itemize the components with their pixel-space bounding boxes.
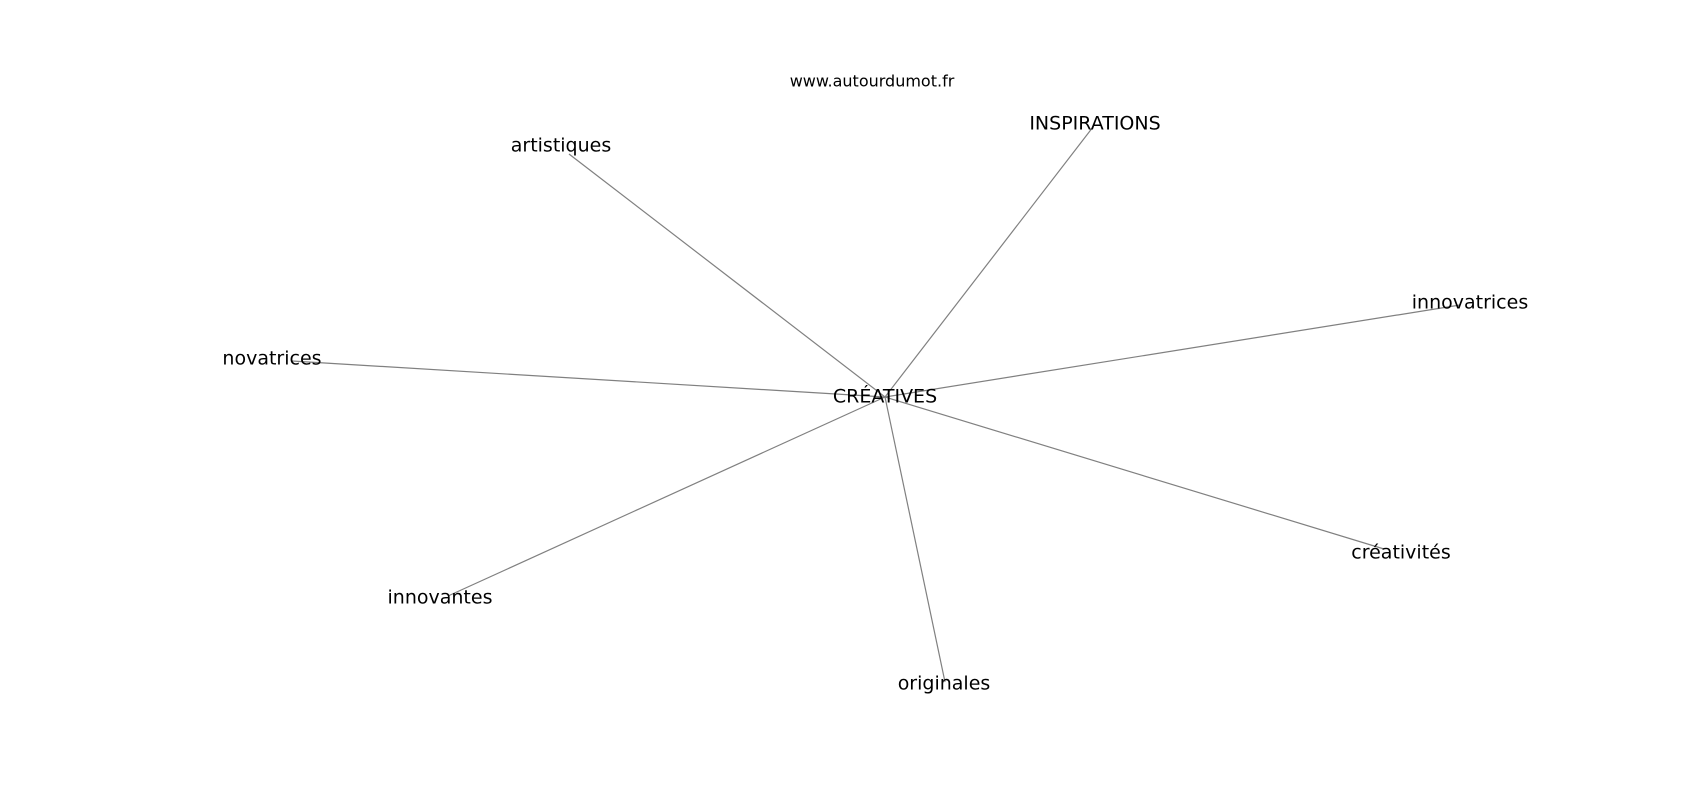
- related-word-originales[interactable]: originales: [898, 673, 991, 695]
- related-word-creativites[interactable]: créativités: [1351, 542, 1450, 564]
- edge-center-creativites: [884, 396, 1385, 550]
- edge-center-inspirations: [884, 126, 1094, 398]
- edge-center-innovantes: [447, 396, 886, 597]
- source-url: www.autourdumot.fr: [790, 72, 955, 91]
- edge-center-originales: [884, 396, 946, 683]
- edge-center-artistiques: [568, 153, 886, 398]
- related-word-novatrices[interactable]: novatrices: [222, 348, 321, 370]
- center-node-label[interactable]: CRÉATIVES: [833, 385, 937, 408]
- graph-edges: [291, 126, 1461, 683]
- graph-labels: www.autourdumot.fr CRÉATIVES artistiques…: [222, 72, 1528, 695]
- related-word-artistiques[interactable]: artistiques: [511, 135, 612, 157]
- edge-center-novatrices: [291, 360, 886, 398]
- related-word-innovantes[interactable]: innovantes: [388, 587, 493, 609]
- related-word-innovatrices[interactable]: innovatrices: [1412, 292, 1528, 314]
- related-word-inspirations[interactable]: INSPIRATIONS: [1029, 113, 1160, 135]
- edge-center-innovatrices: [884, 304, 1461, 398]
